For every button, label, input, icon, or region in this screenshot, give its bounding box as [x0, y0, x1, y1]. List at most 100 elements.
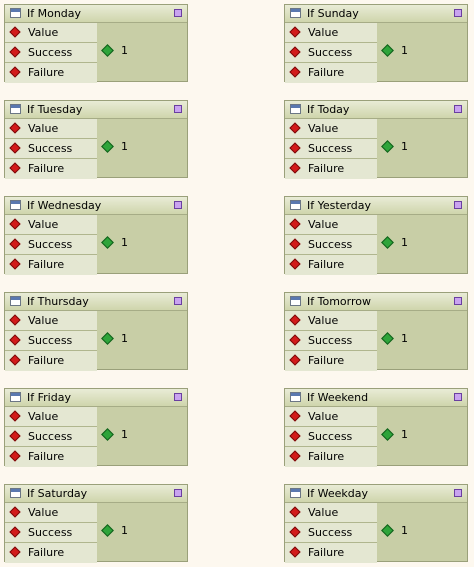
red-diamond-icon[interactable]: [9, 450, 21, 462]
input-port[interactable]: Success: [5, 523, 97, 543]
green-diamond-icon[interactable]: [101, 44, 114, 57]
input-port[interactable]: Failure: [285, 255, 377, 275]
purple-square-icon[interactable]: [454, 9, 462, 17]
purple-square-icon[interactable]: [174, 393, 182, 401]
input-port[interactable]: Failure: [285, 351, 377, 371]
red-diamond-icon[interactable]: [289, 506, 301, 518]
input-port[interactable]: Failure: [5, 447, 97, 467]
red-diamond-icon[interactable]: [9, 238, 21, 250]
red-diamond-icon[interactable]: [289, 218, 301, 230]
input-port[interactable]: Value: [5, 503, 97, 523]
node-title-bar[interactable]: If Weekend: [285, 389, 467, 407]
red-diamond-icon[interactable]: [289, 314, 301, 326]
red-diamond-icon[interactable]: [9, 506, 21, 518]
red-diamond-icon[interactable]: [9, 334, 21, 346]
green-diamond-icon[interactable]: [381, 332, 394, 345]
node-title-bar[interactable]: If Today: [285, 101, 467, 119]
red-diamond-icon[interactable]: [289, 66, 301, 78]
red-diamond-icon[interactable]: [289, 162, 301, 174]
input-port[interactable]: Value: [285, 215, 377, 235]
purple-square-icon[interactable]: [454, 393, 462, 401]
red-diamond-icon[interactable]: [9, 66, 21, 78]
green-diamond-icon[interactable]: [101, 428, 114, 441]
red-diamond-icon[interactable]: [289, 354, 301, 366]
input-port[interactable]: Success: [285, 523, 377, 543]
red-diamond-icon[interactable]: [9, 258, 21, 270]
green-diamond-icon[interactable]: [381, 236, 394, 249]
red-diamond-icon[interactable]: [9, 218, 21, 230]
green-diamond-icon[interactable]: [101, 332, 114, 345]
red-diamond-icon[interactable]: [9, 354, 21, 366]
node-title-bar[interactable]: If Friday: [5, 389, 187, 407]
red-diamond-icon[interactable]: [289, 46, 301, 58]
node-title-bar[interactable]: If Thursday: [5, 293, 187, 311]
input-port[interactable]: Failure: [5, 63, 97, 83]
node-title-bar[interactable]: If Sunday: [285, 5, 467, 23]
input-port[interactable]: Failure: [285, 159, 377, 179]
purple-square-icon[interactable]: [454, 297, 462, 305]
red-diamond-icon[interactable]: [9, 410, 21, 422]
purple-square-icon[interactable]: [174, 201, 182, 209]
input-port[interactable]: Value: [5, 23, 97, 43]
input-port[interactable]: Success: [5, 43, 97, 63]
red-diamond-icon[interactable]: [9, 122, 21, 134]
input-port[interactable]: Value: [285, 119, 377, 139]
red-diamond-icon[interactable]: [289, 546, 301, 558]
red-diamond-icon[interactable]: [9, 526, 21, 538]
input-port[interactable]: Success: [5, 427, 97, 447]
purple-square-icon[interactable]: [174, 9, 182, 17]
input-port[interactable]: Success: [5, 139, 97, 159]
input-port[interactable]: Value: [285, 407, 377, 427]
input-port[interactable]: Value: [5, 407, 97, 427]
input-port[interactable]: Success: [285, 331, 377, 351]
red-diamond-icon[interactable]: [289, 450, 301, 462]
node-title-bar[interactable]: If Tomorrow: [285, 293, 467, 311]
input-port[interactable]: Failure: [5, 159, 97, 179]
green-diamond-icon[interactable]: [381, 428, 394, 441]
red-diamond-icon[interactable]: [289, 430, 301, 442]
input-port[interactable]: Value: [5, 311, 97, 331]
red-diamond-icon[interactable]: [289, 258, 301, 270]
red-diamond-icon[interactable]: [9, 546, 21, 558]
green-diamond-icon[interactable]: [381, 524, 394, 537]
input-port[interactable]: Failure: [5, 351, 97, 371]
red-diamond-icon[interactable]: [289, 238, 301, 250]
node-title-bar[interactable]: If Weekday: [285, 485, 467, 503]
input-port[interactable]: Success: [285, 235, 377, 255]
input-port[interactable]: Success: [5, 331, 97, 351]
node-title-bar[interactable]: If Saturday: [5, 485, 187, 503]
input-port[interactable]: Failure: [285, 63, 377, 83]
red-diamond-icon[interactable]: [289, 410, 301, 422]
input-port[interactable]: Value: [5, 215, 97, 235]
input-port[interactable]: Value: [285, 503, 377, 523]
red-diamond-icon[interactable]: [289, 334, 301, 346]
input-port[interactable]: Failure: [5, 543, 97, 563]
red-diamond-icon[interactable]: [289, 526, 301, 538]
red-diamond-icon[interactable]: [9, 142, 21, 154]
node-title-bar[interactable]: If Tuesday: [5, 101, 187, 119]
purple-square-icon[interactable]: [174, 489, 182, 497]
purple-square-icon[interactable]: [454, 201, 462, 209]
input-port[interactable]: Value: [5, 119, 97, 139]
red-diamond-icon[interactable]: [289, 122, 301, 134]
green-diamond-icon[interactable]: [101, 140, 114, 153]
input-port[interactable]: Success: [285, 139, 377, 159]
input-port[interactable]: Failure: [5, 255, 97, 275]
purple-square-icon[interactable]: [454, 489, 462, 497]
red-diamond-icon[interactable]: [9, 46, 21, 58]
green-diamond-icon[interactable]: [101, 524, 114, 537]
input-port[interactable]: Success: [285, 43, 377, 63]
purple-square-icon[interactable]: [454, 105, 462, 113]
purple-square-icon[interactable]: [174, 297, 182, 305]
input-port[interactable]: Success: [285, 427, 377, 447]
purple-square-icon[interactable]: [174, 105, 182, 113]
input-port[interactable]: Failure: [285, 543, 377, 563]
red-diamond-icon[interactable]: [9, 162, 21, 174]
